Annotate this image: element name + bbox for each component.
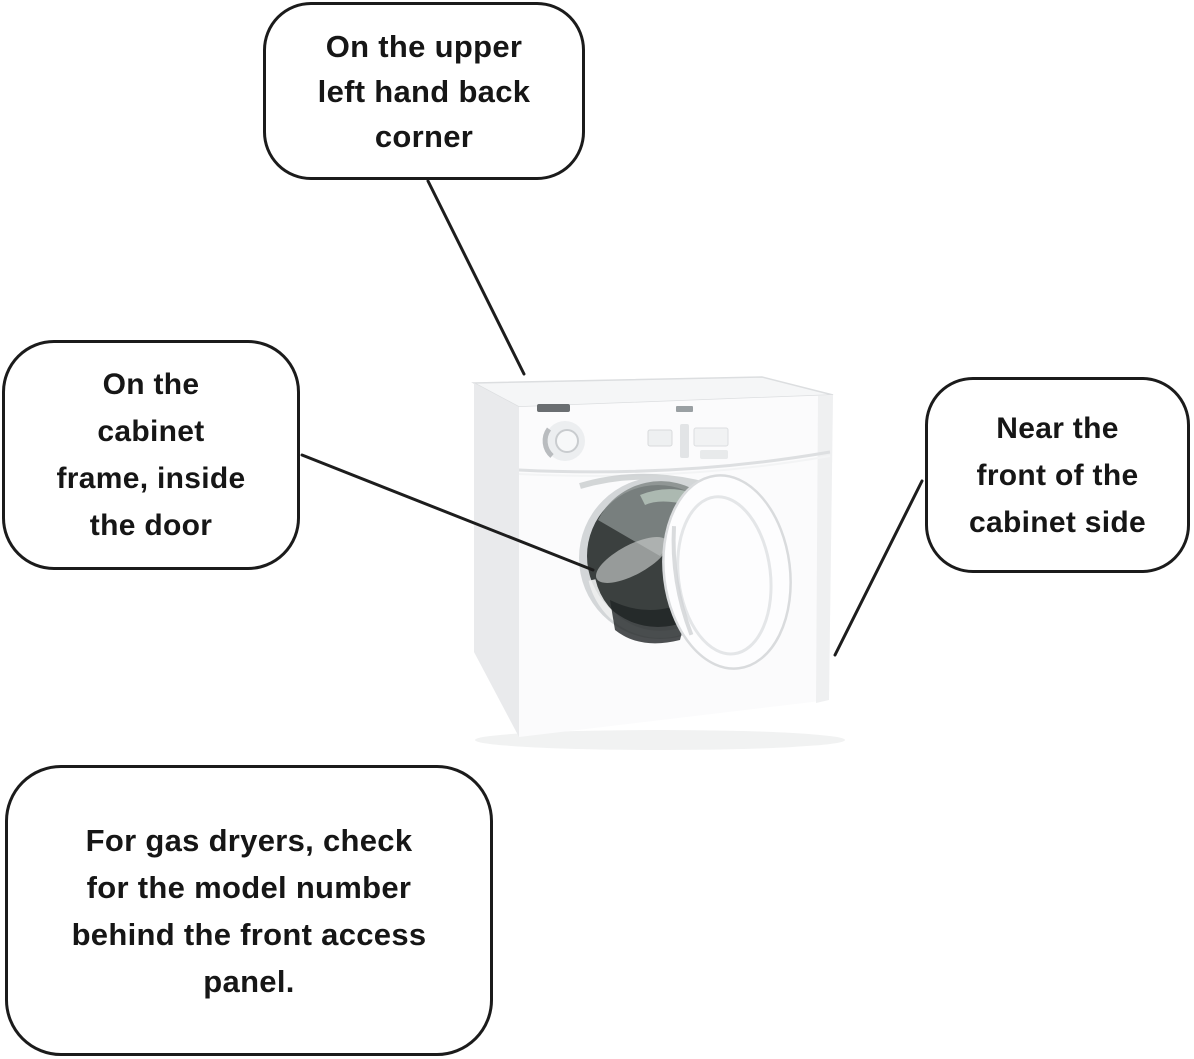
callout-line: behind the front access (71, 916, 427, 952)
control-panel-edge (518, 450, 831, 474)
connector-left-to-door-frame (300, 453, 595, 572)
panel-button (647, 429, 673, 447)
callout-line: corner (374, 118, 474, 154)
model-label (676, 406, 693, 412)
door-outline (662, 474, 792, 670)
timer-dial-shadow (542, 427, 554, 458)
door-left-shade (671, 526, 694, 636)
callout-line: the door (89, 509, 213, 542)
callout-upper-back-corner: On the upper left hand back corner (263, 2, 585, 180)
floor-shadow (475, 730, 845, 750)
callout-line: On the (102, 368, 200, 401)
timer-dial-knob (555, 429, 579, 453)
dryer-door-open (662, 474, 792, 670)
callout-line: frame, inside (56, 462, 246, 495)
callout-line: For gas dryers, check (85, 822, 413, 858)
callout-line: On the upper (325, 28, 523, 64)
callout-line: cabinet side (969, 505, 1146, 539)
connector-top-to-back-corner (426, 179, 526, 376)
connector-right-to-cabinet-side (833, 479, 924, 657)
callout-line: panel. (203, 963, 295, 999)
drum-reflection-streak (595, 537, 669, 583)
connector-lines (300, 179, 924, 657)
callout-line: for the model number (86, 869, 412, 905)
callout-line: cabinet (97, 415, 205, 448)
drum-shadow-lower (610, 600, 690, 644)
panel-button (700, 450, 728, 459)
control-panel-edge-highlight (518, 455, 831, 477)
callout-gas-dryer-access-panel: For gas dryers, check for the model numb… (5, 765, 493, 1056)
drum-green-glint (640, 489, 690, 505)
callout-cabinet-frame: On the cabinet frame, inside the door (2, 340, 300, 570)
dryer-body (471, 376, 845, 750)
dryer-right-edge-shade (816, 395, 833, 703)
brand-logo (537, 404, 570, 412)
door-face (663, 475, 791, 669)
callout-line: left hand back (317, 73, 531, 109)
panel-button (693, 427, 729, 447)
callout-line: front of the (976, 458, 1139, 492)
callout-line: Near the (996, 411, 1119, 445)
callout-cabinet-side: Near the front of the cabinet side (925, 377, 1190, 573)
panel-button (680, 424, 689, 458)
dryer-left-panel (474, 383, 519, 737)
